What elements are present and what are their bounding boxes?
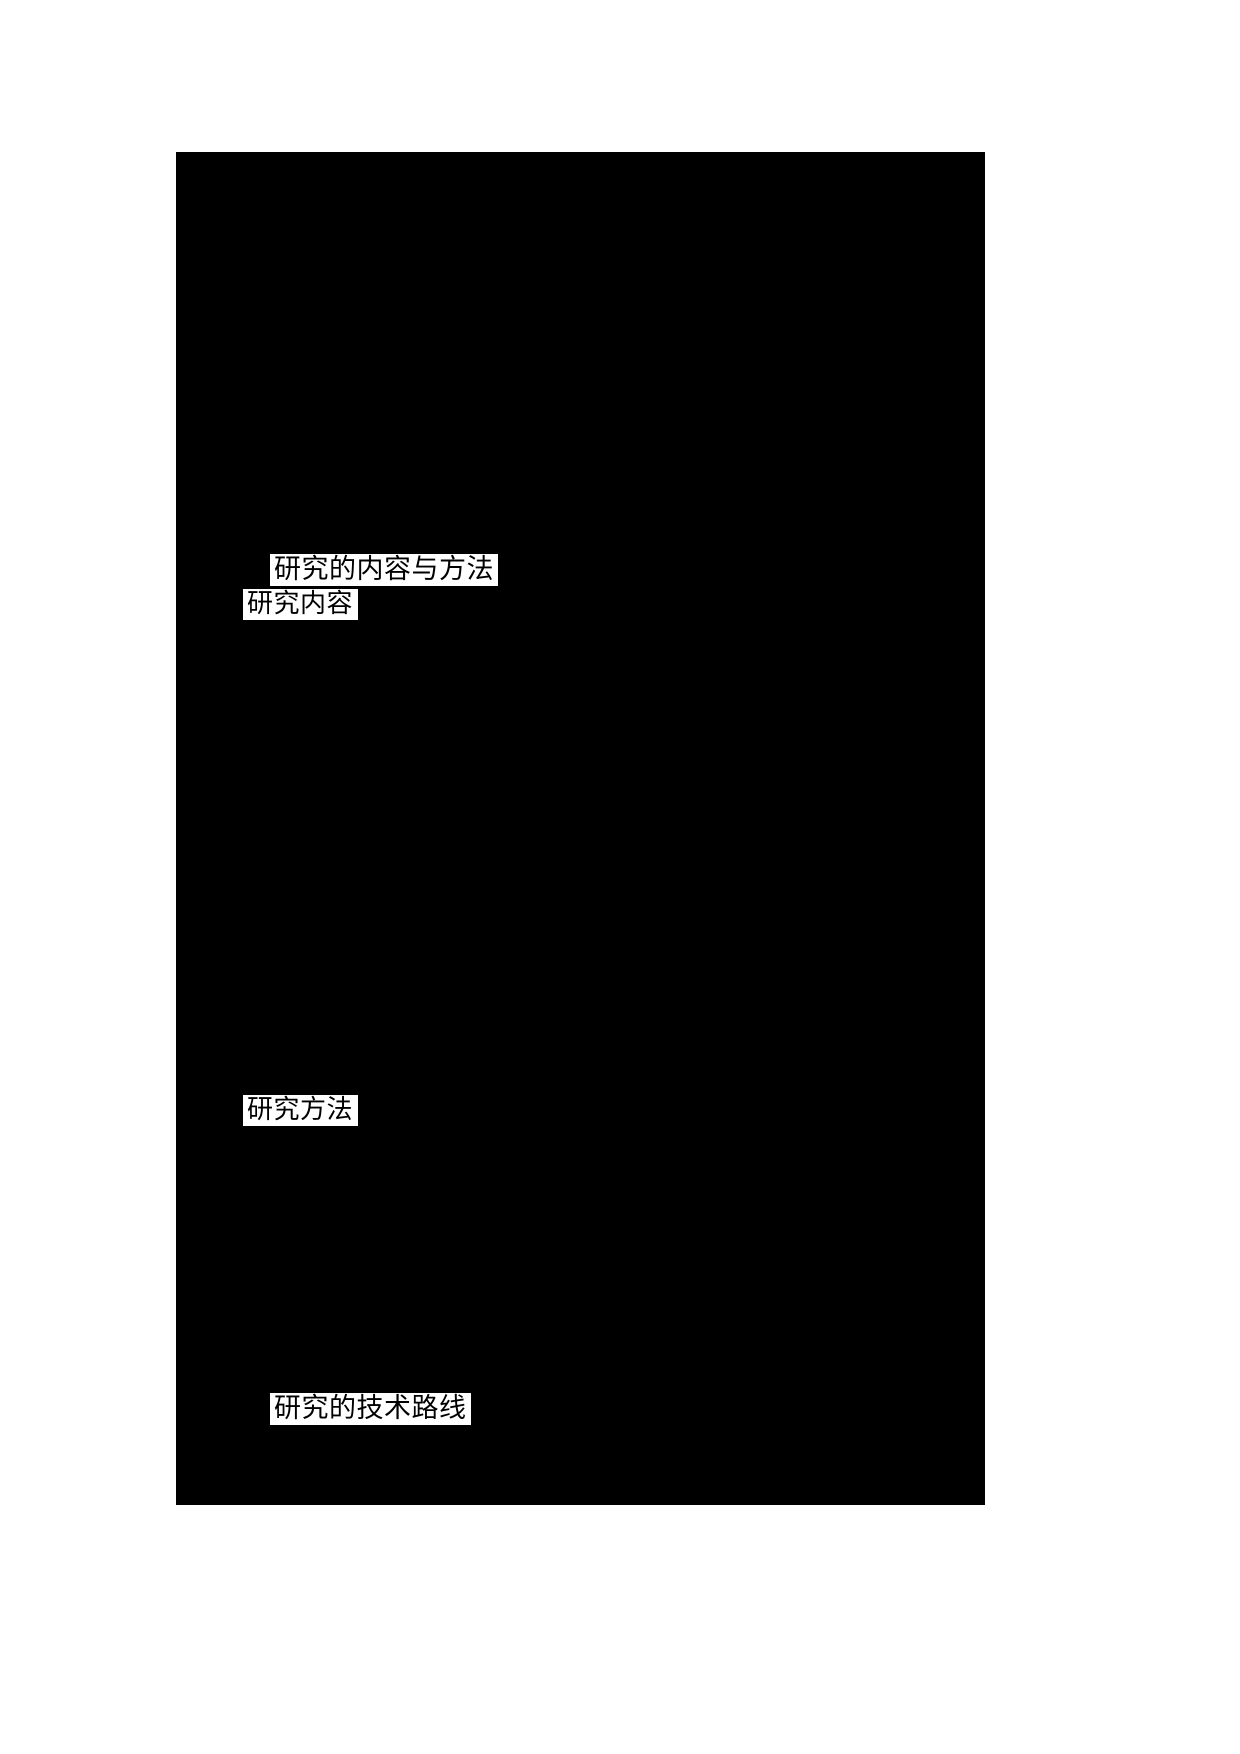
- redacted-page-body: [176, 152, 985, 1505]
- heading-research-method: 研究方法: [243, 1095, 359, 1126]
- heading-research-content-and-method: 研究的内容与方法: [270, 554, 498, 586]
- heading-research-content: 研究内容: [243, 589, 359, 620]
- heading-technical-route: 研究的技术路线: [270, 1393, 471, 1425]
